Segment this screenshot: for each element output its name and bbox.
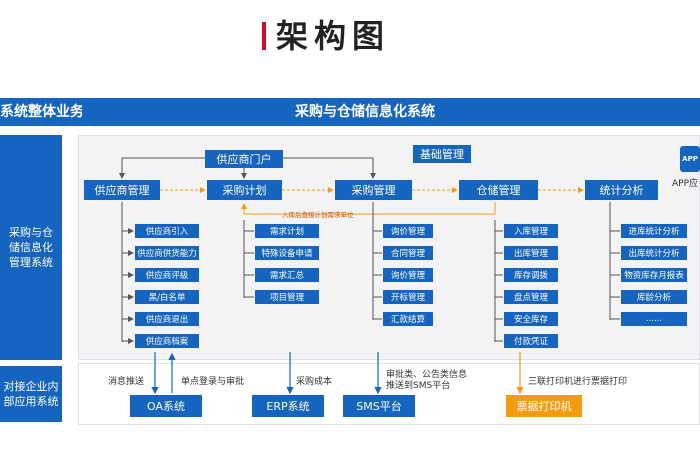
module-item: 物资库存月报表: [621, 268, 687, 282]
module-item: 汇款结算: [383, 312, 433, 326]
module-item: 供应商退出: [135, 312, 199, 326]
module-item: 入库管理: [504, 224, 558, 238]
module-item: 供应商档案: [135, 334, 199, 348]
module-warehouse-management: 仓储管理: [459, 180, 538, 200]
module-item: 特殊设备申请: [255, 246, 319, 260]
note-message-push: 消息推送: [108, 377, 145, 387]
page-title: 架构图: [276, 17, 391, 55]
module-supplier-management: 供应商管理: [84, 180, 160, 200]
note-approval-push: 审批类、公告类信息 推送到SMS平台: [386, 370, 468, 391]
sms-platform-node: SMS平台: [343, 395, 415, 417]
module-item: 出库统计分析: [621, 246, 687, 260]
module-purchase-management: 采购管理: [335, 180, 412, 200]
module-item: 供应商引入: [135, 224, 199, 238]
supplier-portal-node: 供应商门户: [205, 150, 283, 168]
module-item: 出库管理: [504, 246, 558, 260]
header-band: [0, 98, 700, 126]
module-item: 进库统计分析: [621, 224, 687, 238]
module-item: 开标管理: [383, 290, 433, 304]
module-statistics-analysis: 统计分析: [585, 180, 658, 200]
module-item: 询价管理: [383, 268, 433, 282]
module-item: 库存调拨: [504, 268, 558, 282]
erp-system-node: ERP系统: [252, 395, 324, 417]
app-icon: APP: [680, 146, 700, 172]
side-label-top-text: 采购与仓 储信息化 管理系统: [9, 226, 53, 269]
module-item: 项目管理: [255, 290, 319, 304]
module-item: 黑/白名单: [135, 290, 199, 304]
note-print: 三联打印机进行票据打印: [528, 377, 628, 387]
module-purchase-plan: 采购计划: [207, 180, 282, 200]
side-label-top: 采购与仓 储信息化 管理系统: [0, 135, 62, 360]
app-label: APP应: [672, 179, 699, 189]
module-item: ......: [621, 312, 687, 326]
note-purchase-cost: 采购成本: [296, 377, 333, 387]
header-center-label: 采购与仓储信息化系统: [295, 104, 435, 120]
module-item: 盘点管理: [504, 290, 558, 304]
module-item: 供应商供货能力: [135, 246, 199, 260]
oa-system-node: OA系统: [130, 395, 202, 417]
module-item: 询价管理: [383, 224, 433, 238]
title-accent-bar: [262, 22, 266, 50]
module-item: 付款凭证: [504, 334, 558, 348]
module-item: 合同管理: [383, 246, 433, 260]
note-single-sign-on: 单点登录与审批: [181, 377, 245, 387]
header-left-label: 系统整体业务: [0, 104, 82, 120]
flow-note: 入库后直接计划需求单位: [282, 211, 354, 219]
side-label-bottom: 对接企业内 部应用系统: [0, 366, 62, 422]
basic-management-node: 基础管理: [413, 145, 471, 163]
module-item: 安全库存: [504, 312, 558, 326]
side-label-bottom-text: 对接企业内 部应用系统: [3, 380, 59, 408]
receipt-printer-node: 票据打印机: [506, 395, 582, 417]
module-item: 需求汇总: [255, 268, 319, 282]
module-item: 库龄分析: [621, 290, 687, 304]
module-item: 需求计划: [255, 224, 319, 238]
module-item: 供应商评级: [135, 268, 199, 282]
